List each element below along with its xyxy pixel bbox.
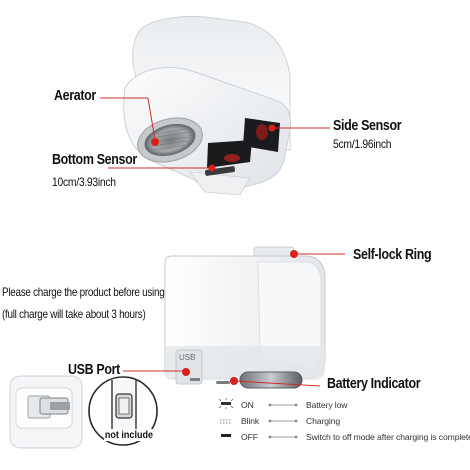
usb-marking: USB bbox=[179, 353, 196, 362]
side-sensor-label: Side Sensor bbox=[333, 118, 402, 134]
legend-state-on: ON bbox=[241, 400, 254, 410]
legend-meaning-blink: Charging bbox=[306, 416, 341, 426]
legend-meaning-on: Battery low bbox=[306, 400, 348, 410]
bottom-sensor-label: Bottom Sensor bbox=[52, 152, 137, 168]
usb-port-label: USB Port bbox=[68, 362, 120, 378]
not-include-label: not include bbox=[104, 429, 154, 441]
led-off-icon bbox=[221, 434, 231, 437]
legend-state-off: OFF bbox=[241, 432, 258, 442]
bottom-sensor-distance: 10cm/3.93inch bbox=[52, 175, 116, 189]
device-side-view bbox=[164, 246, 326, 389]
callout-lines bbox=[100, 97, 345, 387]
charge-note-line2: (full charge will take about 3 hours) bbox=[2, 307, 146, 321]
callout-markers bbox=[151, 124, 298, 385]
legend-meaning-off: Switch to off mode after charging is com… bbox=[306, 432, 470, 442]
legend-state-blink: Blink bbox=[241, 416, 260, 426]
charge-note-line1: Please charge the product before using bbox=[2, 285, 165, 299]
battery-indicator-label: Battery Indicator bbox=[327, 376, 421, 392]
cable-inset bbox=[88, 376, 158, 446]
self-lock-ring-label: Self-lock Ring bbox=[353, 247, 432, 263]
legend-state-icons bbox=[218, 398, 298, 439]
aerator-label: Aerator bbox=[54, 88, 96, 104]
led-on-icon bbox=[218, 398, 234, 409]
led-blink-icon bbox=[220, 419, 232, 424]
device-top-view bbox=[123, 16, 291, 196]
usb-port-inset bbox=[9, 375, 83, 449]
side-sensor-distance: 5cm/1.96inch bbox=[333, 137, 392, 151]
